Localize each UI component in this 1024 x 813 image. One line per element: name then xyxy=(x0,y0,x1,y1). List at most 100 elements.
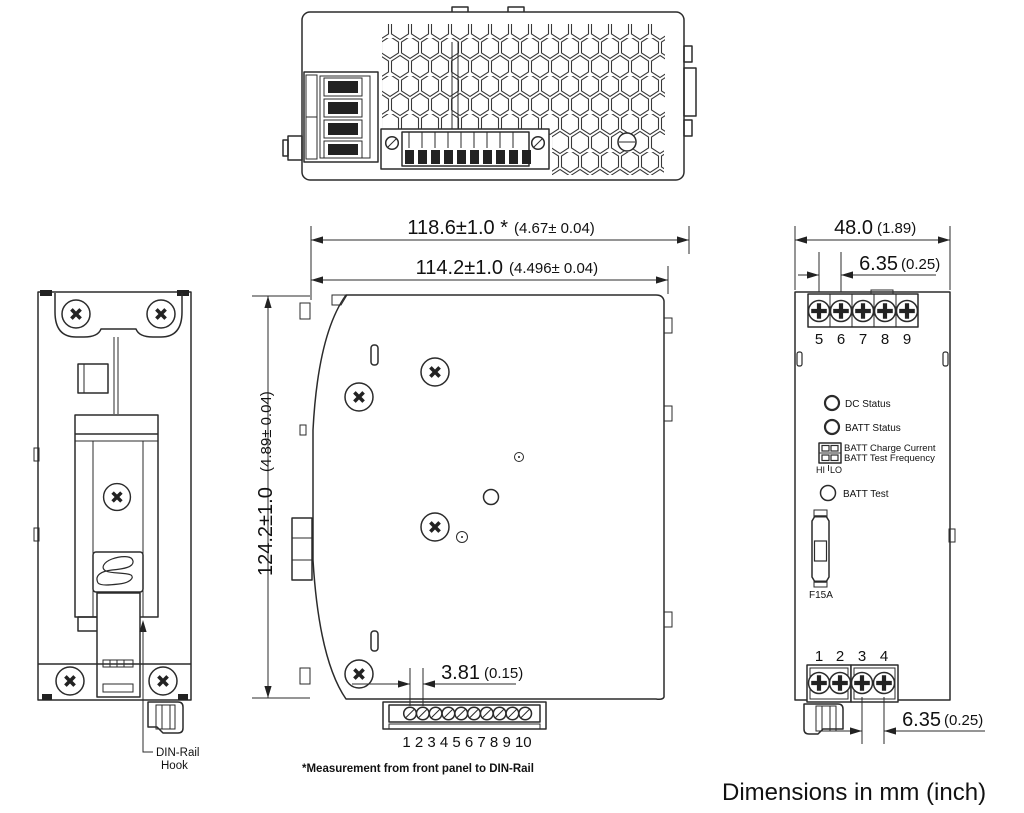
dim-terminal-pitch-top: 6.35 (0.25) xyxy=(798,252,940,314)
edge-tab xyxy=(33,447,40,462)
bezel-flag xyxy=(331,294,348,306)
io-terminal-strip-bottom: 1 2 3 4 5 6 7 8 9 10 xyxy=(382,701,547,751)
dim-pitch-top-mm: 6.35 xyxy=(859,253,898,275)
din-rail-hook-front xyxy=(803,703,844,735)
side-connector-bump xyxy=(291,517,313,581)
side-view: 118.6±1.0 * (4.67± 0.04) 114.2±1.0 (4.49… xyxy=(252,217,690,775)
dim-body-mm: 114.2±1.0 xyxy=(416,257,503,279)
terminal-screw xyxy=(850,671,874,695)
phillips-screw xyxy=(420,357,450,387)
terminal-screw xyxy=(807,671,831,695)
hole xyxy=(482,488,500,506)
small-window xyxy=(77,363,109,394)
terminal-screw xyxy=(829,299,853,323)
terminal-screw xyxy=(895,299,919,323)
strip-screw xyxy=(384,135,400,151)
dim-width-mm: 48.0 xyxy=(834,217,873,239)
dim-pin-pitch: 3.81 (0.15) xyxy=(352,662,523,706)
top-view xyxy=(282,6,697,181)
dim-body-width: 114.2±1.0 (4.496± 0.04) xyxy=(311,257,669,294)
test-frequency-label: BATT Test Frequency xyxy=(844,453,935,464)
pilot-hole xyxy=(456,531,468,543)
retention-spring xyxy=(96,556,134,586)
dim-front-width: 118.6±1.0 * (4.67± 0.04) xyxy=(310,217,690,300)
terminal-numbers-1-10: 1 2 3 4 5 6 7 8 9 10 xyxy=(402,734,531,751)
terminal-screw xyxy=(873,299,897,323)
din-rail-hook xyxy=(147,701,184,734)
vent-slot xyxy=(370,344,379,366)
spring-window xyxy=(92,551,144,593)
measurement-footnote: *Measurement from front panel to DIN-Rai… xyxy=(302,763,534,775)
led-dc-status: DC Status xyxy=(823,394,891,412)
terminal-block-bottom: 1 2 3 4 xyxy=(806,648,899,703)
phillips-screw xyxy=(61,299,91,329)
terminal-screw xyxy=(807,299,831,323)
terminal-9: 9 xyxy=(903,331,911,348)
batt-test-button: BATT Test xyxy=(819,484,889,502)
dim-pitch-top-inch: (0.25) xyxy=(901,256,940,273)
hi-label: HI xyxy=(816,465,825,475)
terminal-screw xyxy=(828,671,852,695)
rear-tab xyxy=(663,317,673,334)
dim-front-inch: (4.67± 0.04) xyxy=(514,220,595,237)
side-view-body xyxy=(312,294,665,700)
phillips-screw xyxy=(420,512,450,542)
dim-pitch-bottom-inch: (0.25) xyxy=(944,712,983,729)
dim-pitch-mm: 3.81 xyxy=(441,662,480,684)
din-clip-top-profile xyxy=(683,45,697,137)
rear-view: DIN-Rail Hook xyxy=(33,290,199,772)
side-nub xyxy=(287,135,303,161)
phillips-screw xyxy=(148,666,178,696)
terminal-5: 5 xyxy=(815,331,823,348)
phillips-screw xyxy=(146,299,176,329)
dim-front-mm: 118.6±1.0 * xyxy=(407,217,508,239)
ground-screw xyxy=(617,132,637,152)
battery-connector-block xyxy=(303,71,379,163)
panel-slot xyxy=(942,351,949,367)
dim-pitch-bottom-mm: 6.35 xyxy=(902,709,941,731)
edge-tab xyxy=(948,528,956,543)
front-tab xyxy=(299,667,311,685)
batt-test-label: BATT Test xyxy=(843,489,889,500)
phillips-screw xyxy=(55,666,85,696)
phillips-screw xyxy=(102,482,132,512)
hook-slider xyxy=(96,592,141,698)
dip-switch: BATT Charge Current BATT Test Frequency … xyxy=(816,442,936,475)
phillips-screw xyxy=(344,382,374,412)
dim-panel-width: 48.0 (1.89) xyxy=(794,217,951,290)
dim-terminal-pitch-bottom: 6.35 (0.25) xyxy=(834,697,985,744)
terminal-2: 2 xyxy=(836,648,844,665)
dim-height: 124.2±1.0 (4.89± 0.04) xyxy=(252,295,310,699)
strip-screw xyxy=(530,135,546,151)
dim-width-inch: (1.89) xyxy=(877,220,916,237)
dim-height-mm: 124.2±1.0 xyxy=(255,487,277,576)
hex-vent-pattern xyxy=(382,24,665,175)
edge-tab xyxy=(33,527,40,542)
terminal-1: 1 xyxy=(815,648,823,665)
rear-tab xyxy=(663,405,673,422)
hook-label-line2: Hook xyxy=(161,760,188,772)
terminal-6: 6 xyxy=(837,331,845,348)
charge-current-label: BATT Charge Current xyxy=(844,443,936,454)
fuse-holder: F15A xyxy=(809,509,833,601)
side-nub xyxy=(282,139,289,157)
terminal-block-top: 5 6 7 8 9 xyxy=(807,289,919,348)
terminal-3: 3 xyxy=(858,648,866,665)
vent-slot xyxy=(370,630,379,652)
terminal-4: 4 xyxy=(880,648,888,665)
dim-pitch-inch: (0.15) xyxy=(484,665,523,682)
batt-status-label: BATT Status xyxy=(845,423,901,434)
rear-tab xyxy=(663,611,673,628)
dim-body-inch: (4.496± 0.04) xyxy=(509,260,598,277)
terminal-8: 8 xyxy=(881,331,889,348)
panel-slot xyxy=(796,351,803,367)
top-mount-arch xyxy=(54,293,183,338)
terminal-screw xyxy=(872,671,896,695)
terminal-7: 7 xyxy=(859,331,867,348)
units-note: Dimensions in mm (inch) xyxy=(722,779,986,806)
lo-label: LO xyxy=(830,465,842,475)
hook-label-line1: DIN-Rail xyxy=(156,747,199,759)
front-tab xyxy=(299,302,311,320)
pilot-hole xyxy=(514,452,524,462)
